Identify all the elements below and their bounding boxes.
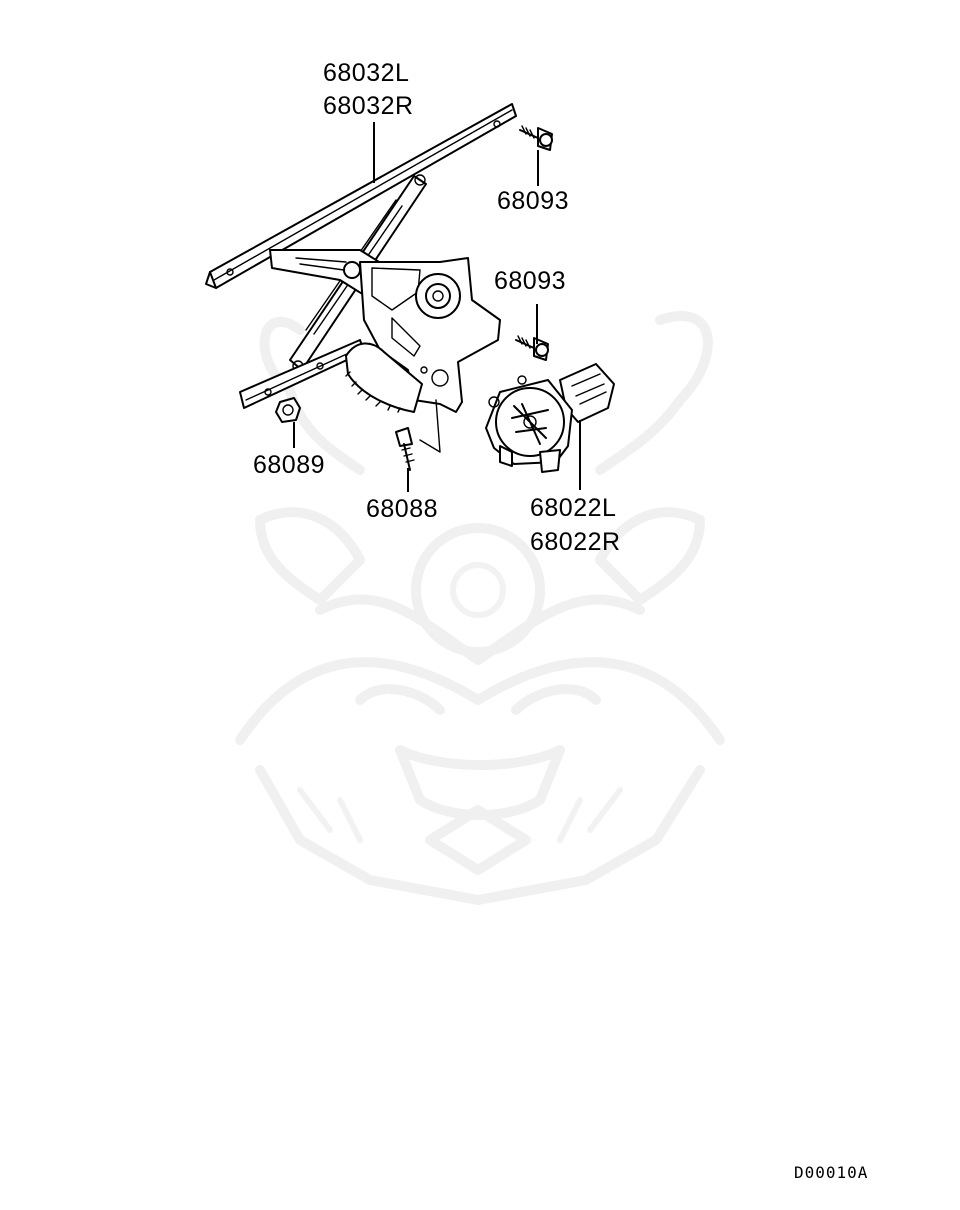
label-bolt-upper: 68093	[497, 187, 569, 215]
label-motor-r: 68022R	[530, 528, 621, 556]
bolt-lower-icon	[395, 427, 415, 471]
bolt-motor-icon	[515, 335, 549, 361]
nut-icon	[275, 397, 301, 423]
label-regulator-r: 68032R	[323, 92, 414, 120]
part-labels: 68032L 68032R 68093 68093 68089 68088 68…	[253, 59, 621, 556]
label-bolt-motor: 68093	[494, 267, 566, 295]
diagram-code: D00010A	[794, 1163, 868, 1182]
label-motor-l: 68022L	[530, 494, 616, 522]
label-regulator-l: 68032L	[323, 59, 409, 87]
window-motor	[485, 363, 615, 473]
label-nut: 68089	[253, 451, 325, 479]
bolt-upper-icon	[519, 125, 553, 151]
leader-lines	[293, 122, 581, 492]
samurai-helmet-watermark-icon	[235, 311, 725, 905]
label-bolt-lower: 68088	[366, 495, 438, 523]
window-regulator	[205, 103, 517, 453]
